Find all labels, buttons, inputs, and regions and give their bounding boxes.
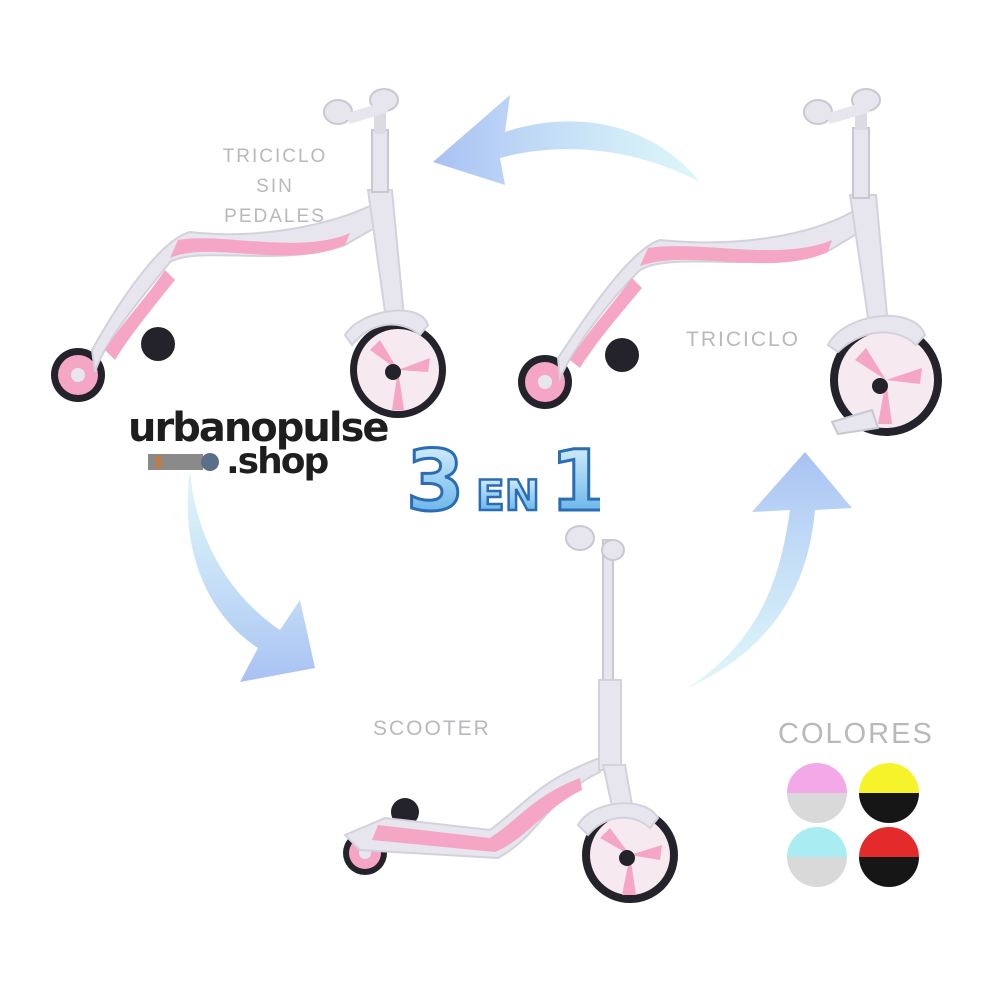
color-swatch-bottom (859, 857, 919, 887)
color-swatch-bottom (787, 857, 847, 887)
label-line: PEDALES (224, 206, 326, 227)
color-swatch-top (859, 763, 919, 793)
color-swatch-top (787, 827, 847, 857)
title-number-3: 3 (406, 432, 464, 522)
color-swatch[interactable] (859, 763, 919, 823)
brand-line-2: .shop (226, 441, 329, 482)
brand-line-1: urbanopulse (128, 405, 390, 451)
brand-bar-graphic (148, 453, 219, 471)
bike-balance-tricycle (51, 88, 446, 418)
arrow-top (433, 95, 700, 185)
label-triciclo: TRICICLO (686, 328, 801, 351)
color-swatch-bottom (787, 793, 847, 823)
color-swatch[interactable] (787, 763, 847, 823)
title-en: EN (476, 471, 540, 520)
color-swatch-top (787, 763, 847, 793)
arrow-left (187, 470, 315, 682)
label-line: TRICICLO (222, 146, 328, 167)
title-number-1: 1 (550, 432, 600, 522)
arrow-right (688, 452, 852, 688)
color-swatch[interactable] (859, 827, 919, 887)
title-3-en-1: 3 EN 1 (405, 432, 601, 522)
color-swatch-top (859, 827, 919, 857)
label-colores: COLORES (778, 718, 934, 750)
label-line: SIN (256, 176, 294, 197)
label-scooter: SCOOTER (373, 717, 491, 740)
bike-scooter (343, 525, 678, 903)
color-swatch-bottom (859, 793, 919, 823)
bike-tricycle (518, 88, 942, 436)
label-triciclo-sin-pedales: TRICICLO SIN PEDALES (200, 142, 350, 232)
brand-logo: urbanopulse .shop (128, 404, 390, 484)
color-swatch[interactable] (787, 827, 847, 887)
